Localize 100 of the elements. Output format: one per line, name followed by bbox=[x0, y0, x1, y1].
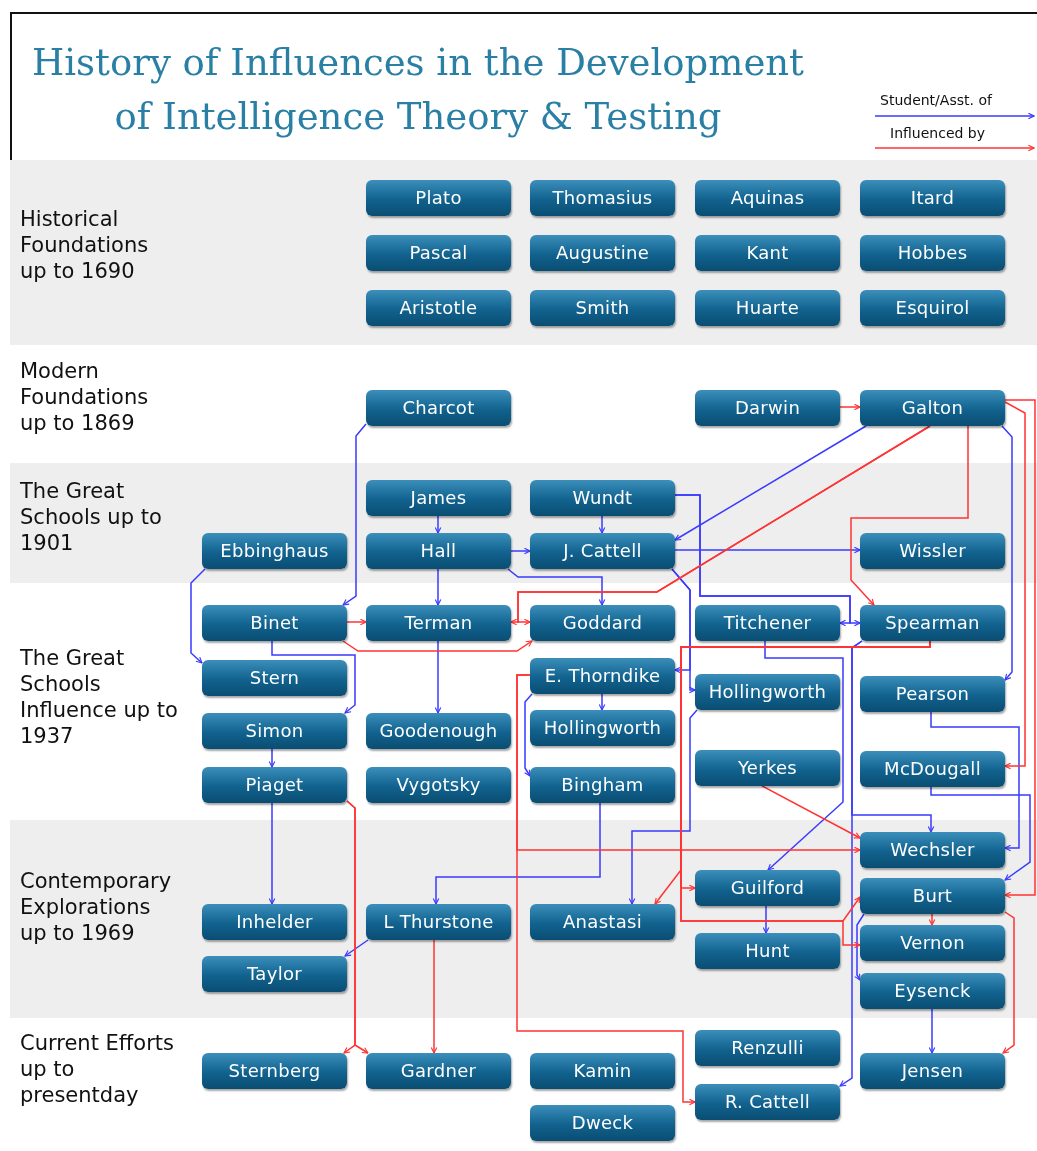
arrow bbox=[346, 800, 369, 1054]
era-label: The Great Schools up to 1901 bbox=[20, 478, 163, 556]
arrow bbox=[271, 640, 356, 714]
era-band bbox=[10, 160, 1037, 345]
arrow bbox=[762, 905, 770, 934]
name-box: Inhelder bbox=[202, 904, 347, 940]
arrow bbox=[524, 693, 533, 777]
name-box: Renzulli bbox=[695, 1030, 840, 1066]
name-box: Hollingworth bbox=[695, 674, 840, 710]
name-box: Jensen bbox=[860, 1053, 1005, 1089]
name-box: Smith bbox=[530, 290, 675, 326]
name-box: Hollingworth bbox=[530, 710, 675, 746]
arrow bbox=[930, 711, 1020, 852]
arrow bbox=[1001, 425, 1013, 681]
era-band bbox=[10, 820, 1037, 1018]
arrow bbox=[764, 640, 844, 871]
era-label: Current Efforts up to presentday bbox=[20, 1030, 175, 1108]
arrow bbox=[928, 1008, 936, 1054]
name-box: Thomasius bbox=[530, 180, 675, 216]
arrow bbox=[268, 748, 276, 768]
arrow bbox=[928, 913, 936, 926]
name-box: Eysenck bbox=[860, 973, 1005, 1009]
arrow bbox=[344, 939, 369, 957]
name-box: Hall bbox=[366, 533, 511, 569]
arrow bbox=[674, 425, 867, 541]
name-box: Aristotle bbox=[366, 290, 511, 326]
name-box: Hobbes bbox=[860, 235, 1005, 271]
arrow bbox=[598, 515, 606, 534]
name-box: Yerkes bbox=[695, 750, 840, 786]
name-box: Itard bbox=[860, 180, 1005, 216]
name-box: E. Thorndike bbox=[530, 658, 675, 694]
name-box: Kant bbox=[695, 235, 840, 271]
arrow bbox=[850, 425, 969, 606]
name-box: Augustine bbox=[530, 235, 675, 271]
name-box: Gardner bbox=[366, 1053, 511, 1089]
arrow bbox=[342, 423, 367, 606]
name-box: Ebbinghaus bbox=[202, 533, 347, 569]
arrow bbox=[342, 640, 533, 652]
name-box: Darwin bbox=[695, 390, 840, 426]
arrow bbox=[434, 640, 442, 714]
arrow bbox=[854, 913, 865, 981]
arrow bbox=[1004, 401, 1026, 770]
name-box: Wissler bbox=[860, 533, 1005, 569]
arrow bbox=[761, 785, 861, 839]
name-box: Dweck bbox=[530, 1105, 675, 1141]
legend-label: Influenced by bbox=[890, 125, 985, 141]
name-box: Vernon bbox=[860, 925, 1005, 961]
name-box: Vygotsky bbox=[366, 767, 511, 803]
era-band bbox=[10, 463, 1037, 583]
name-box: James bbox=[366, 480, 511, 516]
name-box: Huarte bbox=[695, 290, 840, 326]
arrow bbox=[432, 802, 601, 905]
arrow bbox=[268, 802, 276, 905]
name-box: Wundt bbox=[530, 480, 675, 516]
name-box: Taylor bbox=[202, 956, 347, 992]
name-box: Wechsler bbox=[860, 832, 1005, 868]
arrow bbox=[516, 674, 696, 1106]
name-box: Charcot bbox=[366, 390, 511, 426]
name-box: Hunt bbox=[695, 933, 840, 969]
arrow bbox=[930, 786, 1031, 881]
arrow bbox=[510, 547, 531, 555]
name-box: Bingham bbox=[530, 767, 675, 803]
name-box: Pearson bbox=[860, 676, 1005, 712]
arrow bbox=[434, 568, 442, 606]
arrow bbox=[839, 403, 861, 411]
name-box: Titchener bbox=[695, 605, 840, 641]
arrow bbox=[507, 568, 606, 606]
name-box: Guilford bbox=[695, 870, 840, 906]
name-box: Terman bbox=[366, 605, 511, 641]
name-box: Simon bbox=[202, 713, 347, 749]
era-label: Modern Foundations up to 1869 bbox=[20, 358, 150, 436]
name-box: L Thurstone bbox=[366, 904, 511, 940]
name-box: Galton bbox=[860, 390, 1005, 426]
arrow bbox=[434, 515, 442, 534]
arrow bbox=[1002, 911, 1015, 1054]
name-box: Aquinas bbox=[695, 180, 840, 216]
name-box: Spearman bbox=[860, 605, 1005, 641]
arrow bbox=[598, 693, 606, 711]
name-box: Burt bbox=[860, 878, 1005, 914]
era-label: The Great Schools Influence up to 1937 bbox=[20, 645, 179, 749]
name-box: J. Cattell bbox=[530, 533, 675, 569]
name-box: Goddard bbox=[530, 605, 675, 641]
arrow bbox=[190, 568, 206, 664]
arrow bbox=[839, 640, 863, 1087]
name-box: Sternberg bbox=[202, 1053, 347, 1089]
arrow bbox=[674, 546, 861, 554]
legend-label: Student/Asst. of bbox=[880, 92, 992, 108]
arrow bbox=[1004, 399, 1036, 899]
arrow bbox=[430, 939, 438, 1054]
name-box: Esquirol bbox=[860, 290, 1005, 326]
name-box: Goodenough bbox=[366, 713, 511, 749]
name-box: Piaget bbox=[202, 767, 347, 803]
name-box: Binet bbox=[202, 605, 347, 641]
name-box: McDougall bbox=[860, 751, 1005, 787]
arrow bbox=[346, 618, 367, 626]
name-box: Plato bbox=[366, 180, 511, 216]
title: History of Influences in the Development of Intelligence Theory & Testing bbox=[31, 40, 805, 140]
arrow bbox=[628, 709, 698, 905]
arrow bbox=[671, 568, 696, 694]
name-box: R. Cattell bbox=[695, 1084, 840, 1120]
